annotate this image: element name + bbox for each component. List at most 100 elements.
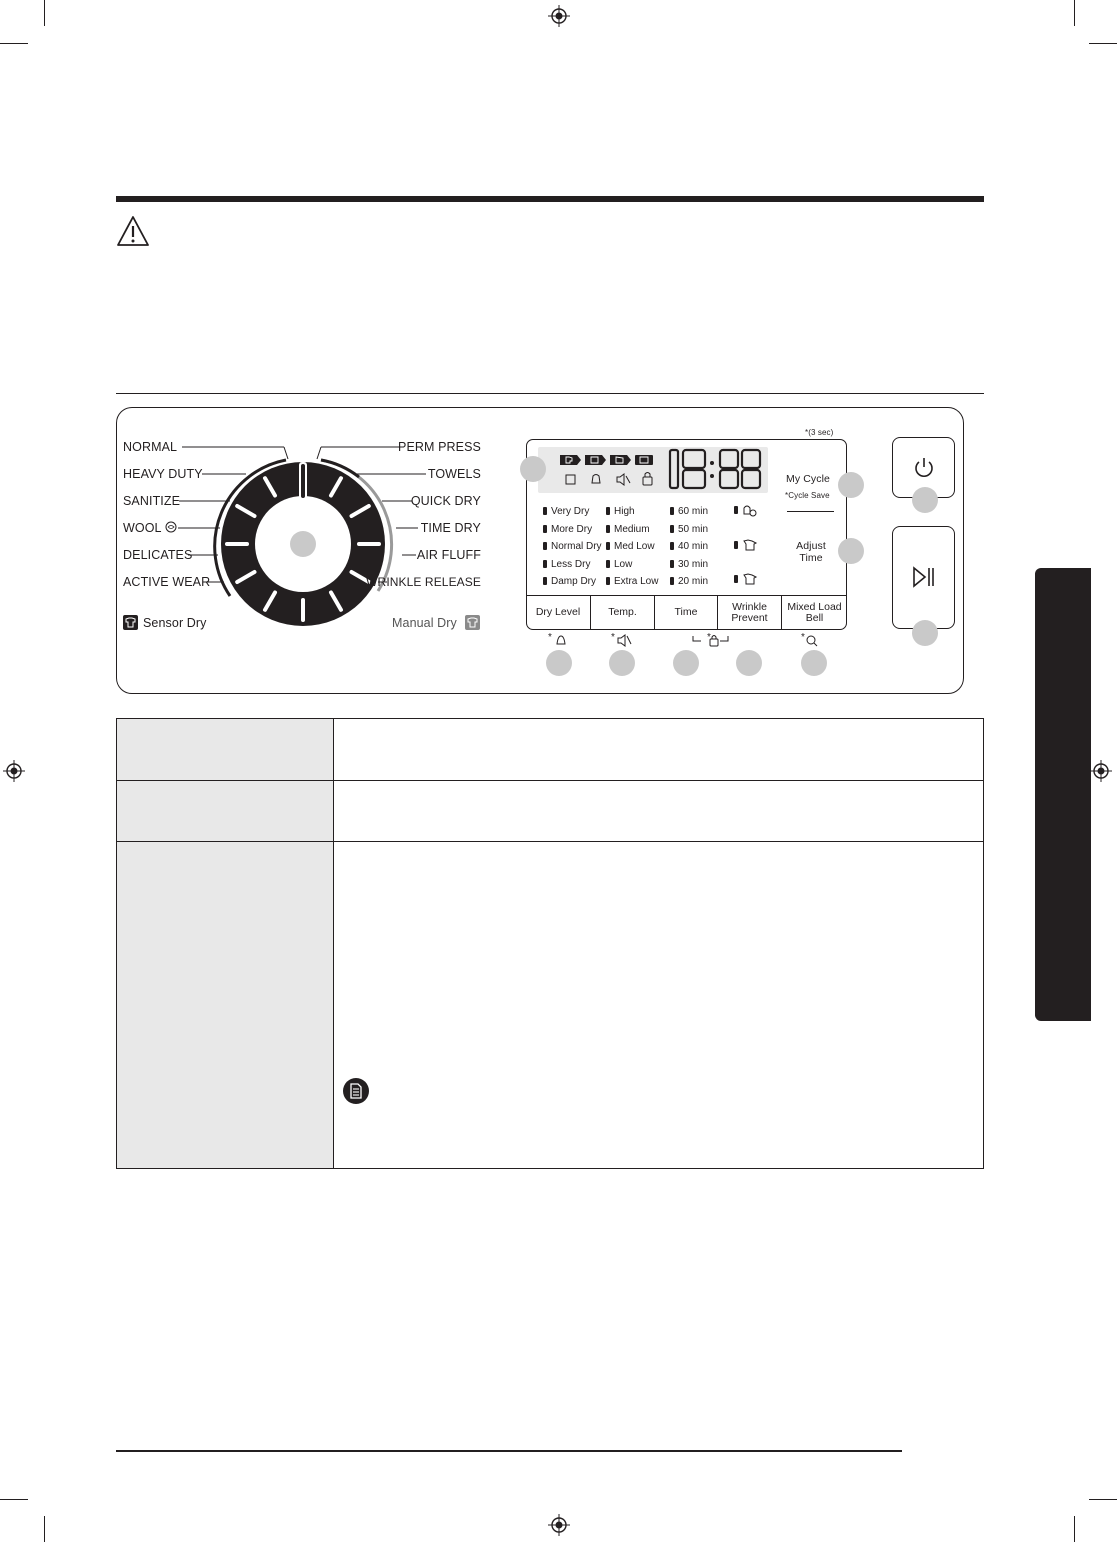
dial-tick [349,570,371,584]
dial-tick [235,570,257,584]
crop-mark [44,0,45,26]
sensor-dry-icon [123,615,138,630]
callout-marker [609,650,635,676]
temp-option: Low [606,559,632,571]
svg-text:*: * [707,632,711,643]
callout-marker [801,650,827,676]
table-row [116,841,984,1169]
time-option: 20 min [670,576,708,588]
three-seconds-note: *(3 sec) [805,428,834,437]
registration-mark-icon [548,5,570,27]
registration-mark-icon [548,1514,570,1536]
time-option: 40 min [670,541,708,553]
crop-mark [1074,0,1075,26]
table-row-body [333,780,984,842]
cycle-label-delicates: DELICATES [123,548,193,562]
table-row-body [333,841,984,1169]
cycle-label-time-dry: TIME DRY [420,521,481,535]
crop-mark [0,1499,28,1500]
control-panel-illustration [116,407,964,694]
my-cycle-underline [787,511,834,512]
callout-marker [546,650,572,676]
crop-mark [1089,43,1117,44]
display-panel [526,439,847,630]
crop-mark [1074,1516,1075,1542]
dry-stage-icons [560,455,653,486]
cycle-label-quick-dry: QUICK DRY [410,494,481,508]
svg-text:*: * [548,632,552,643]
registration-mark-icon [1090,760,1112,782]
cycle-label-heavy-duty: HEAVY DUTY [123,467,203,481]
cycle-label-wrinkle-release: WRINKLE RELEASE [366,575,481,589]
svg-text:*: * [611,632,615,643]
power-icon [915,458,933,477]
table-row [116,718,984,781]
table-row [116,780,984,842]
table-row-heading [116,841,334,1169]
note-icon [343,1078,369,1104]
temp-option: Extra Low [606,576,658,588]
temp-option: High [606,506,635,518]
cycle-label-towels: TOWELS [427,467,481,481]
dry-level-option: Normal Dry [543,541,602,553]
dry-level-option: More Dry [543,524,592,536]
callout-marker [838,472,864,498]
header-rule [116,196,984,202]
mixed-load-bell-button[interactable]: Mixed Load Bell [787,600,842,624]
time-option: 50 min [670,524,708,536]
cycle-save-label: *Cycle Save [785,491,830,500]
dry-level-button[interactable]: Dry Level [526,596,591,629]
callout-marker [912,620,938,646]
dry-level-option: Damp Dry [543,576,596,588]
temp-option: Med Low [606,541,655,553]
temp-option: Medium [606,524,650,536]
time-option: 60 min [670,506,708,518]
callout-marker [673,650,699,676]
warning-triangle-icon [117,216,149,246]
crop-mark [0,43,28,44]
control-description-table [116,718,984,1169]
callout-marker [912,487,938,513]
chapter-side-tab [1035,568,1091,1021]
callout-marker [736,650,762,676]
sensor-dry-label: Sensor Dry [143,616,207,630]
svg-text:*: * [801,632,805,643]
dry-level-option: Less Dry [543,559,590,571]
dial-tick [263,476,277,498]
time-readout-digits [668,448,762,490]
cycle-label-normal: NORMAL [123,440,178,454]
dial-tick [349,504,371,518]
cycle-label-sanitize: SANITIZE [123,494,181,508]
cycle-label-perm-press: PERM PRESS [398,440,481,454]
wool-icon [165,521,177,533]
manual-dry-icon [465,615,480,630]
secondary-function-icons: * * * * [548,632,818,647]
crop-mark [44,1516,45,1542]
cycle-label-wool: WOOL [123,521,177,535]
table-row-body [333,718,984,781]
callout-marker [838,538,864,564]
dial-tick [329,590,343,612]
footer-rule [116,1450,902,1452]
adjust-time-button[interactable]: Adjust Time [796,540,826,564]
section-divider [116,393,984,394]
table-row-heading [116,780,334,842]
dial-tick [329,476,343,498]
button-row-divider [526,595,847,597]
temp-button[interactable]: Temp. [591,596,655,629]
dial-tick [263,590,277,612]
wrinkle-prevent-indicators [734,505,758,585]
table-row-heading [116,718,334,781]
dial-tick [235,504,257,518]
cycle-label-active-wear: ACTIVE WEAR [123,575,211,589]
callout-marker [520,456,546,482]
callout-marker [290,531,316,557]
time-button[interactable]: Time [655,596,718,629]
wrinkle-prevent-button[interactable]: Wrinkle Prevent [718,596,782,629]
play-pause-icon [913,566,934,588]
dry-level-option: Very Dry [543,506,589,518]
registration-mark-icon [3,760,25,782]
my-cycle-label[interactable]: My Cycle [786,473,830,485]
manual-dry-label: Manual Dry [392,616,457,630]
cycle-label-air-fluff: AIR FLUFF [416,548,481,562]
